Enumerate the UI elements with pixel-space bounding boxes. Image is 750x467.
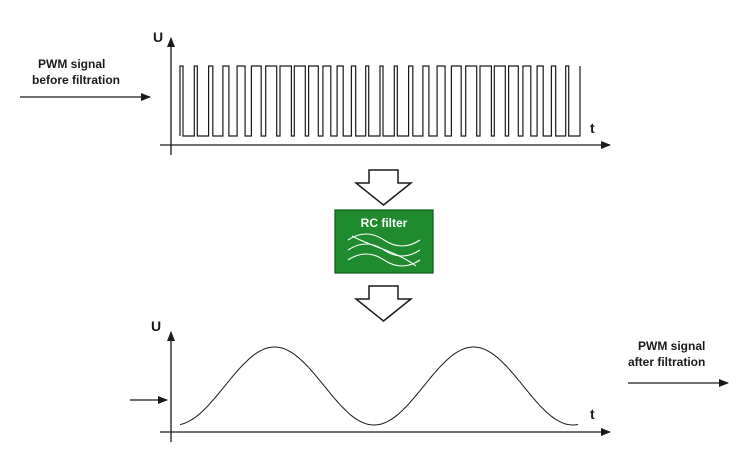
input-label-group: PWM signal before filtration	[32, 57, 120, 87]
output-label-line1: PWM signal	[638, 339, 705, 353]
output-label-line2: after filtration	[628, 355, 705, 369]
bottom-x-axis-label: t	[590, 406, 595, 422]
top-x-axis-label: t	[590, 120, 595, 136]
bottom-graph: U t	[151, 318, 611, 442]
filter-waves-icon	[347, 233, 421, 267]
input-label-line2: before filtration	[32, 73, 120, 87]
pwm-waveform	[179, 65, 581, 137]
input-label-line1: PWM signal	[38, 57, 105, 71]
down-arrow-to-filter	[353, 169, 414, 206]
output-label-group: PWM signal after filtration	[628, 339, 705, 369]
bottom-y-axis-label: U	[151, 318, 161, 334]
top-graph: U t	[153, 29, 611, 155]
top-y-axis-label: U	[153, 29, 163, 45]
rc-filter-block: RC filter	[334, 209, 434, 274]
rc-filter-label: RC filter	[361, 216, 408, 230]
down-arrow-from-filter	[353, 285, 414, 322]
filtered-waveform	[179, 346, 579, 426]
